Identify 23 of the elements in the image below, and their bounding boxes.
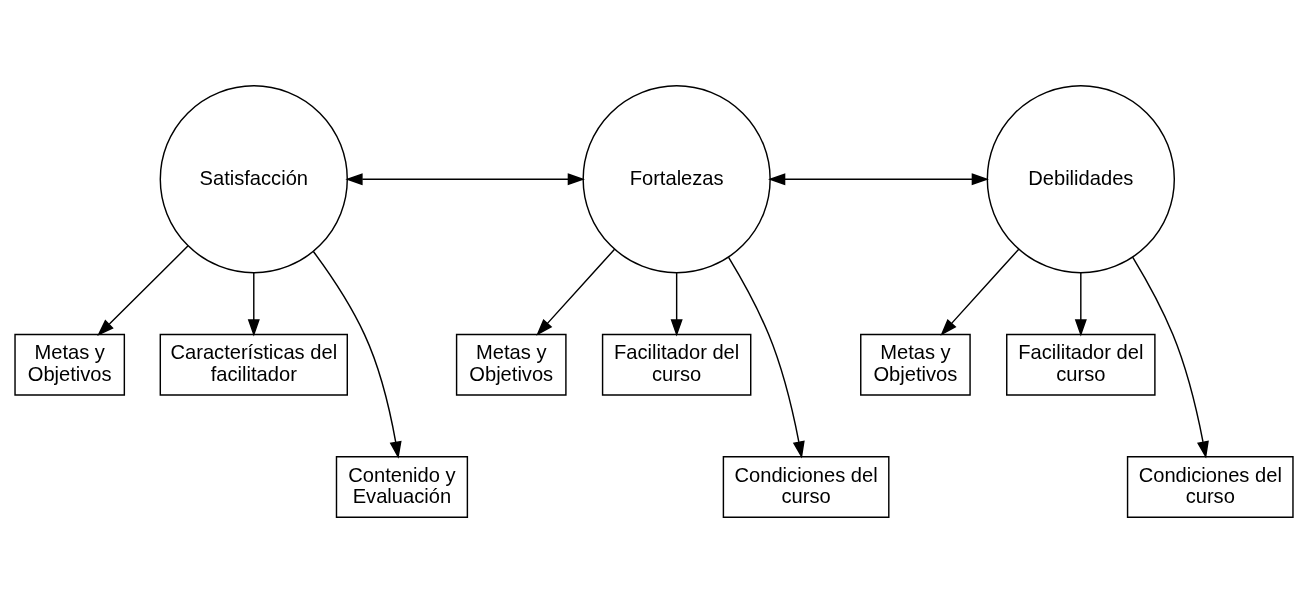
arrow bbox=[536, 248, 616, 336]
node-box: Metas y Objetivos bbox=[455, 333, 567, 396]
node-box: Características del facilitador bbox=[159, 333, 348, 396]
arrow bbox=[247, 271, 260, 337]
arrow bbox=[768, 172, 989, 185]
arrow bbox=[312, 250, 402, 459]
arrow bbox=[97, 244, 189, 336]
node-box: Facilitador del curso bbox=[1006, 333, 1156, 396]
arrow bbox=[345, 172, 585, 185]
arrow bbox=[727, 256, 805, 459]
node-box: Condiciones del curso bbox=[1126, 455, 1294, 518]
node-circle: Debilidades bbox=[986, 84, 1176, 273]
node-circle: Fortalezas bbox=[582, 84, 771, 273]
arrow bbox=[1132, 256, 1209, 459]
arrow bbox=[670, 271, 683, 337]
node-box: Metas y Objetivos bbox=[14, 333, 126, 396]
node-box: Metas y Objetivos bbox=[860, 333, 971, 396]
node-box: Contenido y Evaluación bbox=[335, 455, 469, 518]
arrow bbox=[1074, 271, 1087, 337]
arrow bbox=[940, 248, 1020, 336]
node-box: Facilitador del curso bbox=[601, 333, 752, 396]
node-box: Condiciones del curso bbox=[722, 455, 890, 518]
node-circle: Satisfacción bbox=[159, 84, 348, 273]
